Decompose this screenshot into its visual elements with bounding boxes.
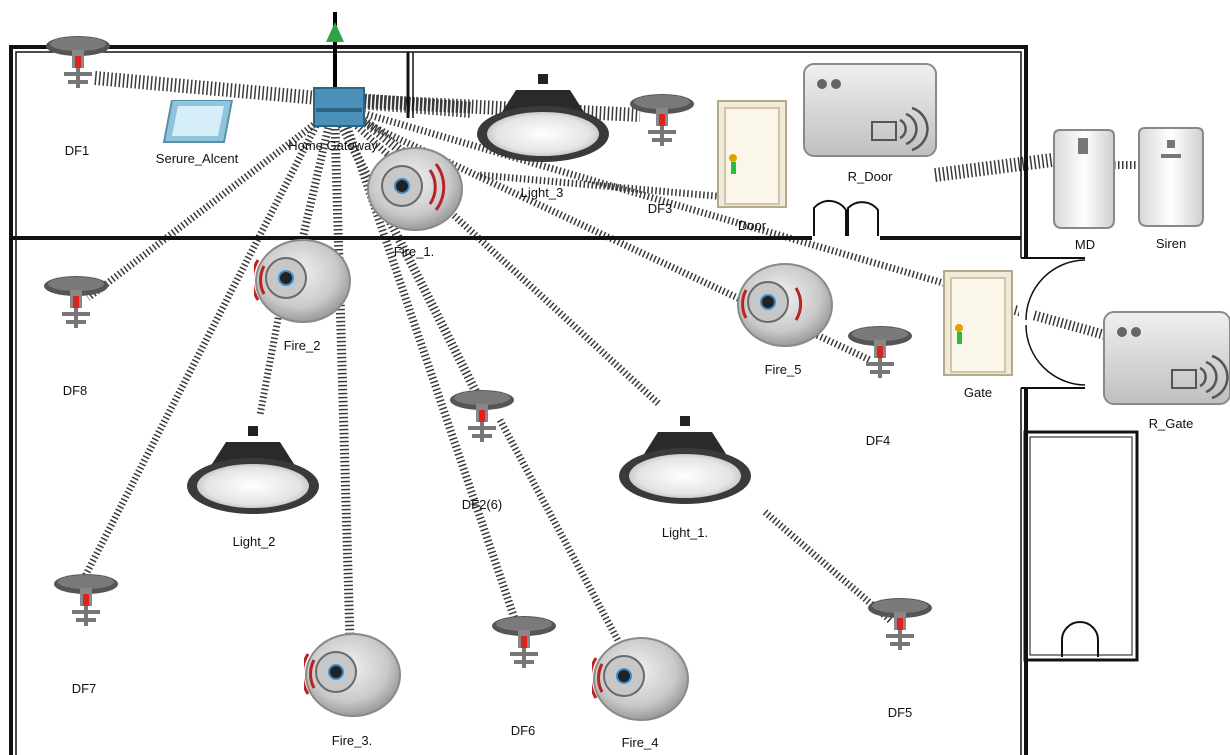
label-df2-6: DF2(6)	[461, 497, 503, 512]
label-df6: DF6	[510, 723, 536, 738]
label-serure-alcent: Serure_Alcent	[155, 151, 239, 166]
high-bay-light-icon[interactable]	[476, 72, 610, 164]
sprinkler-icon[interactable]	[52, 572, 120, 628]
label-df3: DF3	[647, 201, 673, 216]
label-fire-3: Fire_3.	[331, 733, 373, 748]
label-df7: DF7	[71, 681, 97, 696]
label-fire-5: Fire_5	[764, 362, 802, 377]
door-icon[interactable]	[717, 100, 787, 208]
sprinkler-icon[interactable]	[448, 388, 516, 444]
label-fire-1: Fire_1.	[393, 244, 435, 259]
high-bay-light-icon[interactable]	[186, 424, 320, 516]
rfid-reader-icon[interactable]	[1102, 310, 1230, 406]
home-gateway-icon[interactable]	[306, 82, 366, 132]
label-df5: DF5	[887, 705, 913, 720]
siren-icon[interactable]	[1135, 126, 1207, 228]
fire-alarm-icon[interactable]	[366, 146, 464, 232]
fire-alarm-icon[interactable]	[254, 238, 352, 324]
label-r-gate: R_Gate	[1148, 416, 1194, 431]
fire-alarm-icon[interactable]	[304, 632, 402, 718]
label-siren: Siren	[1155, 236, 1187, 251]
label-md: MD	[1074, 237, 1096, 252]
sprinkler-icon[interactable]	[846, 324, 914, 380]
sprinkler-icon[interactable]	[42, 274, 110, 330]
label-df1: DF1	[64, 143, 90, 158]
fire-alarm-icon[interactable]	[736, 262, 834, 348]
label-fire-4: Fire_4	[621, 735, 659, 750]
wireless-links	[74, 71, 1140, 650]
label-door: Door	[737, 218, 767, 233]
sprinkler-icon[interactable]	[628, 92, 696, 148]
label-light-3: Light_3	[520, 185, 564, 200]
label-light-1: Light_1.	[661, 525, 709, 540]
label-r-door: R_Door	[847, 169, 893, 184]
label-light-2: Light_2	[232, 534, 276, 549]
label-df4: DF4	[865, 433, 891, 448]
label-gate: Gate	[963, 385, 993, 400]
sprinkler-icon[interactable]	[866, 596, 934, 652]
high-bay-light-icon[interactable]	[618, 414, 752, 506]
sprinkler-icon[interactable]	[490, 614, 558, 670]
motion-detector-icon[interactable]	[1048, 128, 1120, 230]
label-home-gateway: Home Gateway	[288, 138, 378, 153]
label-df8: DF8	[62, 383, 88, 398]
antenna-icon	[326, 12, 344, 100]
rfid-reader-icon[interactable]	[802, 62, 938, 158]
tablet-icon[interactable]	[162, 100, 234, 144]
label-fire-2: Fire_2	[283, 338, 321, 353]
door-icon[interactable]	[943, 270, 1013, 376]
building-walls	[9, 45, 1139, 755]
fire-alarm-icon[interactable]	[592, 636, 690, 722]
sprinkler-icon[interactable]	[44, 34, 112, 90]
